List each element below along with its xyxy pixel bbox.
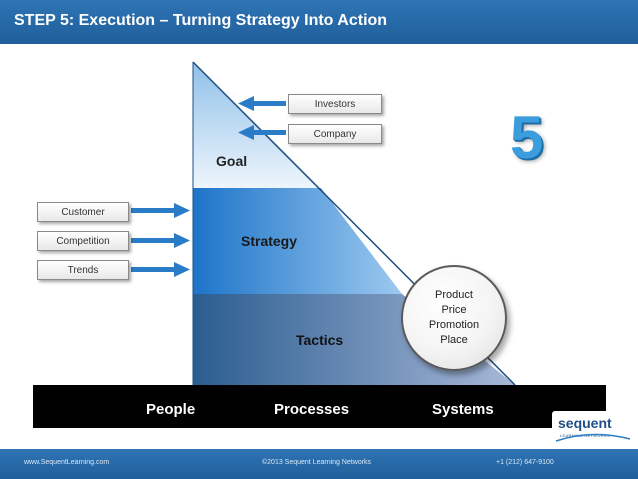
sequent-logo: sequent LEARNING NETWORKS	[552, 411, 634, 449]
goal-input-arrow	[238, 125, 286, 140]
strategy-input-customer: Customer	[37, 202, 129, 222]
mix-place: Place	[440, 334, 468, 346]
strategy-input-arrow	[131, 233, 190, 248]
mix-product: Product	[435, 289, 473, 301]
strategy-input-arrow	[131, 262, 190, 277]
foundation-processes: Processes	[274, 401, 350, 418]
goal-input-arrow	[238, 96, 286, 111]
footer-copyright: ©2013 Sequent Learning Networks	[262, 459, 372, 466]
strategy-input-competition: Competition	[37, 231, 129, 251]
tactics-label: Tactics	[296, 332, 344, 348]
foundation-systems: Systems	[432, 401, 494, 418]
mix-promotion: Promotion	[428, 319, 480, 331]
foundation-people: People	[146, 401, 196, 418]
goal-input-company: Company	[288, 124, 382, 144]
goal-label: Goal	[216, 153, 248, 169]
title-bar: STEP 5: Execution – Turning Strategy Int…	[0, 0, 638, 44]
step-number: 5	[510, 104, 544, 171]
footer-phone: +1 (212) 647-9100	[496, 459, 554, 466]
footer-bar	[0, 449, 638, 479]
mix-price: Price	[441, 304, 467, 316]
logo-swoosh-icon	[555, 433, 631, 442]
foundation-bar	[33, 385, 606, 428]
strategy-input-arrow	[131, 203, 190, 218]
goal-input-investors: Investors	[288, 94, 382, 114]
marketing-mix-circle: Product Price Promotion Place	[401, 265, 507, 371]
footer-website: www.SequentLearning.com	[24, 459, 110, 466]
logo-name: sequent	[558, 415, 612, 431]
strategy-label: Strategy	[241, 233, 298, 249]
strategy-section	[193, 188, 402, 294]
slide-title: STEP 5: Execution – Turning Strategy Int…	[14, 12, 388, 29]
strategy-input-trends: Trends	[37, 260, 129, 280]
